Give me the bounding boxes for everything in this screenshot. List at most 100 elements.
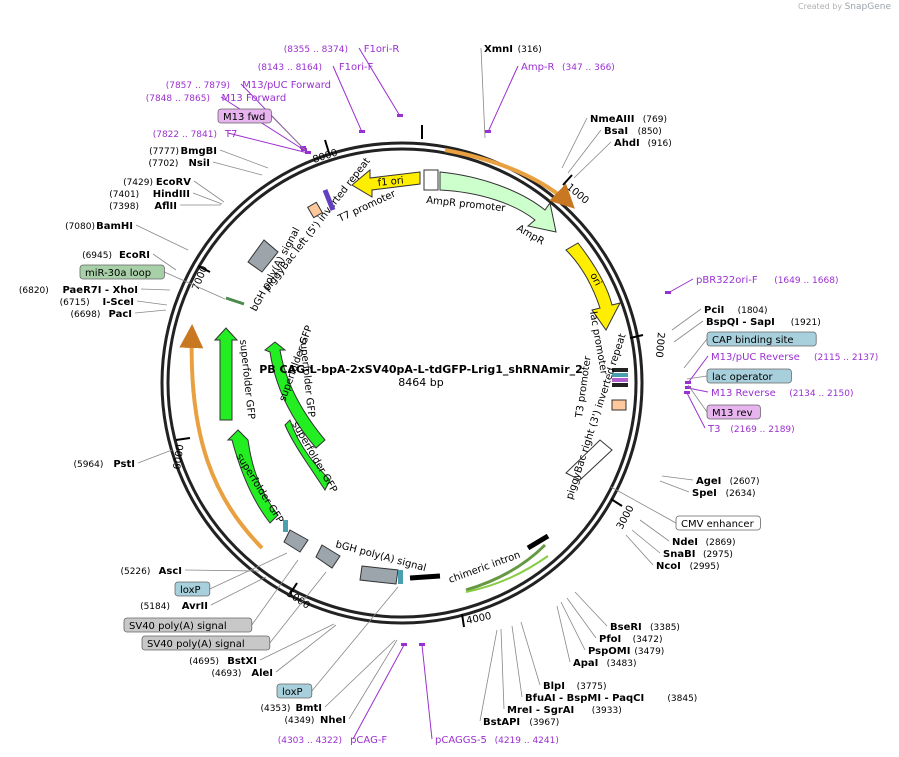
enzyme-site[interactable]: I-SceI(6715) [60, 297, 168, 308]
feature-box[interactable]: CMV enhancer [610, 486, 761, 531]
enzyme-position: (769) [643, 115, 667, 125]
primer-mark [685, 381, 691, 384]
gfp-arrow-2 [284, 419, 331, 491]
feature-box[interactable]: SV40 poly(A) signal [123, 559, 299, 633]
feature-box-bg [276, 683, 313, 699]
primer-mark [305, 151, 311, 154]
ampr-promoter-shape [423, 169, 439, 191]
feature-box[interactable]: M13 rev [687, 384, 761, 420]
enzyme-site[interactable]: NheI(4349) [284, 639, 398, 726]
enzyme-site[interactable]: EcoRI(6945) [82, 250, 177, 271]
primer-leader-line [687, 387, 709, 393]
enzyme-site[interactable]: PfoI(3472) [566, 597, 663, 645]
enzyme-site[interactable]: PacI(6698) [70, 309, 167, 320]
feature-box[interactable]: miR-30a loop [79, 264, 226, 300]
enzyme-leader-line [212, 161, 263, 176]
feature-box[interactable]: loxP [276, 586, 399, 699]
primer-site[interactable]: M13 Reverse(2134 .. 2150) [685, 386, 853, 399]
enzyme-site[interactable]: NmeAIII(769) [561, 114, 667, 169]
enzyme-site[interactable]: BsaI(850) [567, 126, 662, 174]
enzyme-site[interactable]: NdeI(2869) [639, 519, 736, 548]
enzyme-site[interactable]: PciI(1804) [671, 305, 768, 331]
feature-box-label: loxP [180, 585, 201, 596]
feature-box-bg [706, 404, 761, 420]
feature-box[interactable]: CAP binding site [683, 331, 817, 369]
enzyme-name: PciI [704, 305, 724, 316]
enzyme-site[interactable]: BspQI - SapI(1921) [673, 317, 821, 343]
feature-box-label: lac operator [712, 372, 773, 383]
enzyme-name: PfoI [599, 634, 621, 645]
enzyme-site[interactable]: AhdI(916) [573, 138, 672, 179]
enzyme-site[interactable]: BstAPI(3967) [479, 629, 559, 728]
primer-site[interactable]: Amp-R(347 .. 366) [485, 62, 615, 133]
backbone-inner [166, 147, 638, 619]
gfp-arrow-1 [264, 341, 326, 449]
sv40-box-2 [315, 544, 341, 569]
primer-name: pBR322ori-F [696, 275, 758, 286]
enzyme-site[interactable]: BmtI(4353) [260, 639, 396, 714]
enzyme-site[interactable]: MreI - SgrAI(3933) [500, 628, 622, 716]
primer-site[interactable]: pCAG-F(4303 .. 4322) [278, 643, 407, 746]
feature-box[interactable]: SV40 poly(A) signal [141, 571, 327, 651]
enzyme-site[interactable]: BamHI(7080) [65, 221, 189, 251]
enzyme-site[interactable]: EcoRV(7429) [123, 177, 225, 203]
enzyme-site[interactable]: AflII(7398) [109, 201, 221, 212]
primer-site[interactable]: pCAGGS-5(4219 .. 4241) [419, 643, 559, 746]
enzyme-site[interactable]: HindIII(7401) [109, 189, 223, 205]
enzyme-leader-line [324, 639, 396, 708]
enzyme-site[interactable]: BstXI(4695) [189, 623, 335, 667]
primer-site[interactable]: F1ori-R(8355 .. 8374) [284, 44, 403, 117]
enzyme-position: (4349) [284, 716, 314, 726]
primer-site[interactable]: T3(2169 .. 2189) [684, 391, 795, 435]
primer-position: (347 .. 366) [562, 63, 615, 73]
enzyme-site[interactable]: PaeR7I - XhoI(6820) [19, 285, 171, 296]
enzyme-name: PstI [113, 459, 135, 470]
enzyme-leader-line [567, 129, 602, 174]
enzyme-labels: XmnI(316) NmeAIII(769)BsaI(850)AhdI(916) P… [19, 44, 821, 728]
primer-mark [685, 386, 691, 389]
primer-position: (2169 .. 2189) [730, 425, 794, 435]
snapgene-credit: Created by SnapGene [798, 2, 891, 12]
enzyme-leader-line [152, 253, 177, 271]
enzyme-position: (3775) [577, 682, 607, 692]
enzyme-position: (5964) [73, 460, 103, 470]
primer-mark [684, 391, 690, 394]
feature-box[interactable]: lac operator [686, 368, 792, 384]
enzyme-site[interactable]: SnaBI(2975) [631, 529, 733, 560]
enzyme-site[interactable]: AvrII(5184) [140, 576, 267, 612]
feature-box-bg [706, 368, 792, 384]
enzyme-site[interactable]: BseRI(3385) [574, 591, 680, 633]
feature-box-leader [687, 384, 708, 413]
enzyme-site[interactable]: AscI(5226) [120, 566, 260, 577]
enzyme-name: AflII [154, 201, 177, 212]
enzyme-leader-line [137, 449, 173, 464]
primer-site[interactable]: T7(7822 .. 7841) [153, 129, 311, 154]
enzyme-name: NsiI [189, 158, 210, 169]
primer-position: (2134 .. 2150) [789, 389, 853, 399]
enzyme-site[interactable]: NsiI(7702) [148, 158, 263, 176]
feature-box[interactable]: loxP [174, 552, 288, 597]
enzyme-site[interactable]: BmgBI(7777) [149, 146, 269, 169]
enzyme-position: (5226) [120, 567, 150, 577]
primer-mark [397, 114, 403, 117]
enzyme-site[interactable]: XmnI(316) [480, 44, 542, 139]
primer-site[interactable]: F1ori-F(8143 .. 8164) [258, 62, 374, 133]
primer-site[interactable]: pBR322ori-F(1649 .. 1668) [665, 275, 838, 294]
enzyme-site[interactable]: SpeI(2634) [659, 480, 756, 499]
enzyme-site[interactable]: BlpI(3775) [520, 621, 607, 692]
enzyme-site[interactable]: ApaI(3483) [556, 605, 637, 669]
enzyme-site[interactable]: NcoI(2995) [625, 534, 720, 572]
feature-box-label: M13 rev [712, 408, 753, 419]
enzyme-position: (4353) [260, 704, 290, 714]
enzyme-site[interactable]: BfuAI - BspMI - PaqCI(3845) [511, 625, 697, 704]
enzyme-site[interactable]: AleI(4693) [211, 624, 337, 679]
feature-box[interactable]: M13 fwd [217, 108, 306, 151]
enzyme-site[interactable]: AgeI(2607) [661, 475, 760, 487]
enzyme-name: AhdI [614, 138, 640, 149]
primer-mark [401, 643, 407, 646]
enzyme-position: (3967) [529, 718, 559, 728]
enzyme-leader-line [673, 320, 704, 343]
enzyme-site[interactable]: PstI (5964) [73, 449, 173, 470]
enzyme-site[interactable]: PspOMI(3479) [560, 601, 664, 657]
